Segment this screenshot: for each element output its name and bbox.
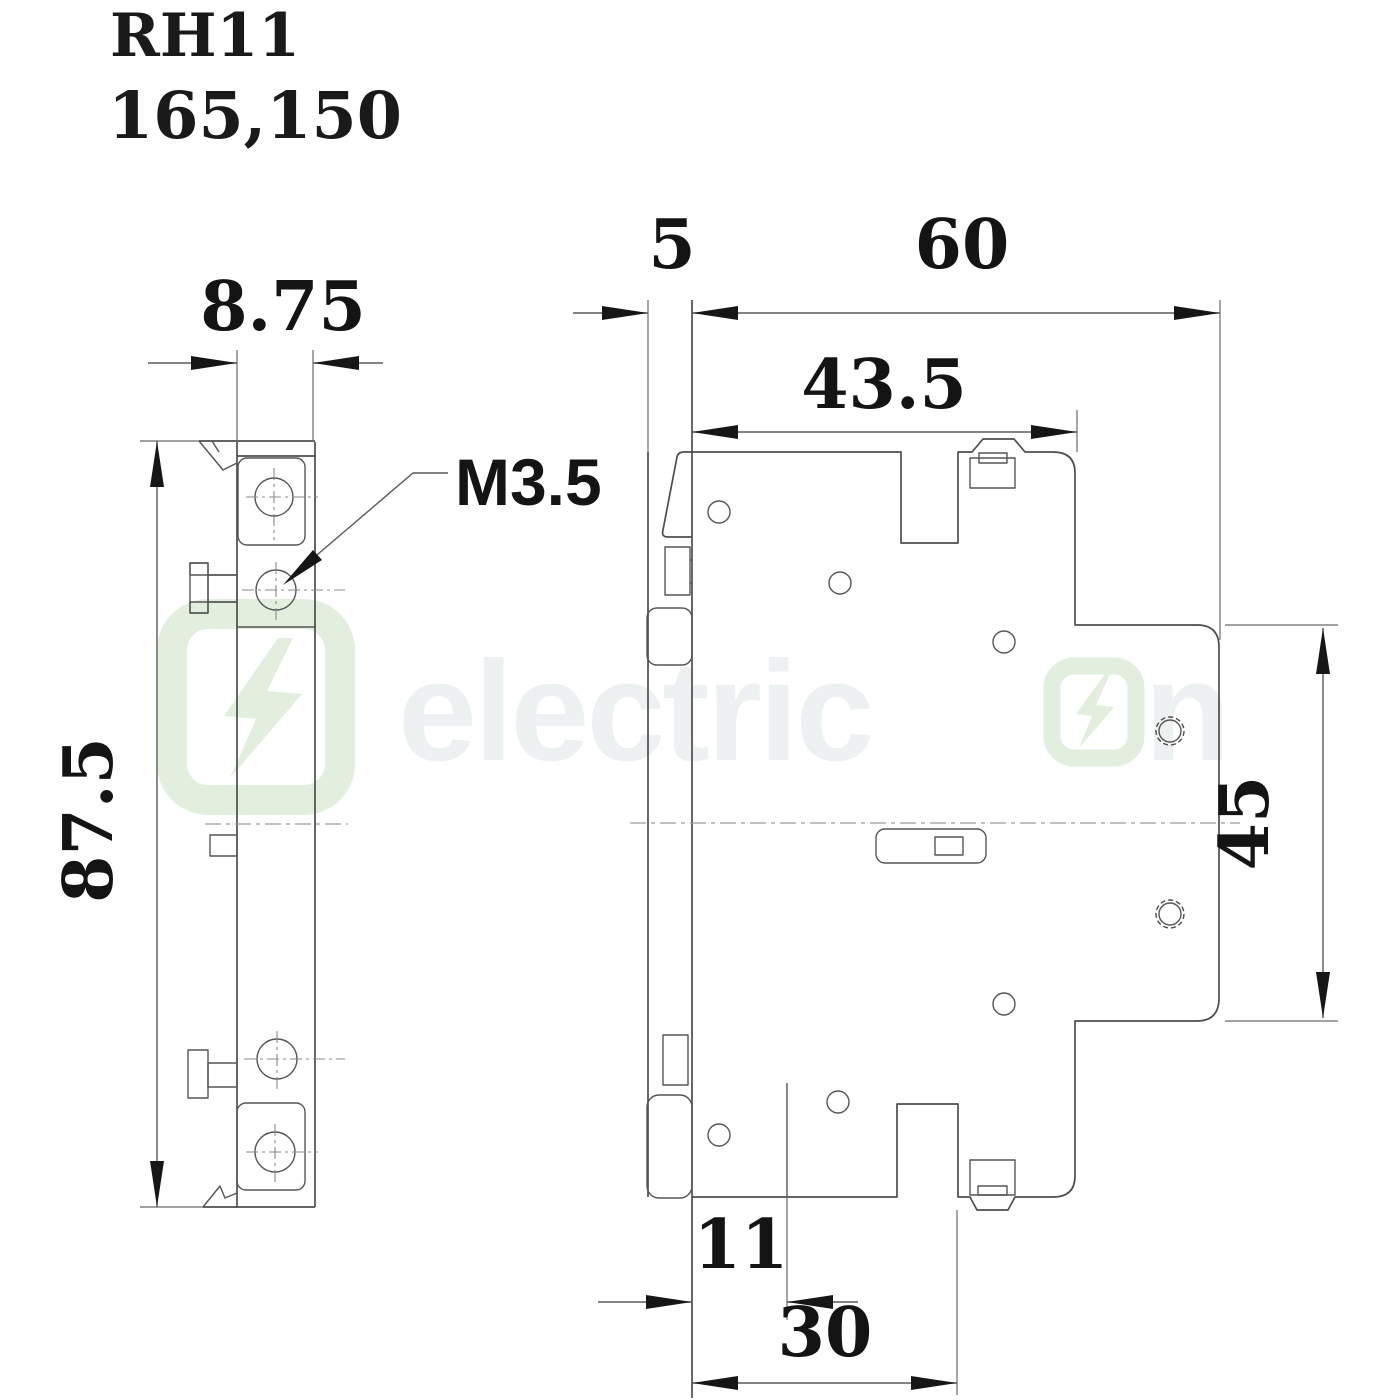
lower-clamp-screw-neck [207, 1062, 238, 1088]
hole-bottom-left [707, 1123, 731, 1147]
mid-latch-tab [209, 834, 238, 857]
left-view-bottom-hook [202, 1185, 238, 1208]
lower-hole-crosshair [244, 1031, 345, 1091]
model-title: RH11 [110, 1, 300, 71]
upper-hole-crosshair [246, 468, 318, 540]
side-latch-ticks [690, 559, 692, 584]
side-latch-lower [662, 1034, 689, 1086]
arrow-87-5-top [150, 441, 164, 487]
ext-lines-87-5 [140, 440, 203, 1208]
m35-leader-arrow [283, 550, 322, 585]
hole-lower-right [992, 992, 1016, 1016]
arrow-8-75-right [313, 356, 359, 370]
title-block: RH11 165,150 [108, 1, 402, 154]
selector-slot [875, 828, 987, 864]
side-latch-upper [664, 546, 691, 596]
lower-terminal-crosshair [246, 1124, 318, 1184]
watermark-text-left: electric [398, 632, 871, 791]
left-view [187, 440, 348, 1208]
arrow-11-right [787, 1295, 833, 1309]
arrow-8-75-left [191, 356, 237, 370]
hole-bottom-mid [826, 1090, 850, 1114]
watermark-text-right: n [1144, 632, 1228, 791]
dim-text-8-75: 8.75 [200, 267, 366, 347]
arrow-43-5-right [1031, 425, 1077, 439]
ext-lines-8-75 [236, 350, 314, 442]
left-view-top-hook [198, 440, 238, 471]
arrow-5 [602, 306, 648, 320]
dimension-5: 5 [573, 205, 696, 452]
callout-m3-5: M3.5 [283, 445, 602, 585]
din-clip-bottom-lip [977, 1185, 1008, 1196]
dimension-87-5: 87.5 [49, 440, 203, 1208]
dim-text-5: 5 [648, 205, 695, 285]
arrow-45-bottom [1316, 972, 1330, 1018]
m35-leader-line [296, 472, 448, 573]
threaded-hole-lower-inner [1158, 902, 1182, 926]
hole-top-left [707, 500, 731, 524]
watermark: electric n [157, 599, 1231, 815]
lower-clamp-screw-head [187, 1049, 209, 1099]
dim-text-11: 11 [694, 1205, 789, 1285]
arrow-87-5-bottom [150, 1161, 164, 1207]
dim-text-45: 45 [1205, 776, 1285, 871]
watermark-bolt-icon [224, 638, 302, 778]
watermark-bolt-small-icon [1076, 674, 1114, 748]
threaded-hole-upper-inner [1158, 719, 1182, 743]
callout-text-m3-5: M3.5 [455, 445, 602, 519]
dimension-43-5: 43.5 [692, 345, 1078, 452]
hole-top-mid [828, 571, 852, 595]
dim-text-30: 30 [778, 1293, 873, 1373]
model-code: 165,150 [108, 78, 402, 154]
din-clip-top-box [969, 457, 1016, 489]
selector-knob [934, 836, 964, 856]
dim-text-43-5: 43.5 [801, 345, 967, 425]
watermark-logo-small [1043, 657, 1145, 767]
right-view-outline [661, 438, 1220, 1211]
dim-text-60: 60 [915, 205, 1010, 285]
arrow-11-left [646, 1295, 692, 1309]
dimension-11: 11 [598, 1197, 858, 1320]
dimension-8-75: 8.75 [148, 267, 383, 442]
watermark-logo-large [157, 599, 355, 815]
front-plate-edges [647, 300, 693, 1398]
arrow-30-left [692, 1376, 738, 1390]
side-pad-upper [646, 607, 693, 666]
arrow-43-5-left [692, 425, 738, 439]
upper-terminal-housing [237, 457, 306, 546]
threaded-hole-upper [1155, 716, 1185, 746]
dimension-30: 30 [692, 1210, 958, 1395]
right-view [630, 300, 1240, 1398]
hole-upper-right [992, 630, 1016, 654]
arrow-60-left [692, 306, 738, 320]
dim-text-87-5: 87.5 [49, 737, 129, 903]
side-pad-lower [646, 1094, 693, 1199]
din-clip-top-lip [978, 452, 1008, 464]
arrow-60-right [1174, 306, 1220, 320]
ext-lines-45 [1225, 624, 1338, 1022]
dimension-45: 45 [1205, 624, 1338, 1022]
threaded-hole-lower [1155, 899, 1185, 929]
m35-hole-crosshair [242, 562, 345, 622]
din-clip-bottom-box [969, 1159, 1016, 1196]
lower-terminal-housing [236, 1102, 306, 1191]
upper-clamp-screw-neck [207, 574, 238, 603]
dimension-60: 60 [692, 205, 1221, 640]
arrow-30-right [911, 1376, 957, 1390]
arrow-45-top [1316, 628, 1330, 674]
